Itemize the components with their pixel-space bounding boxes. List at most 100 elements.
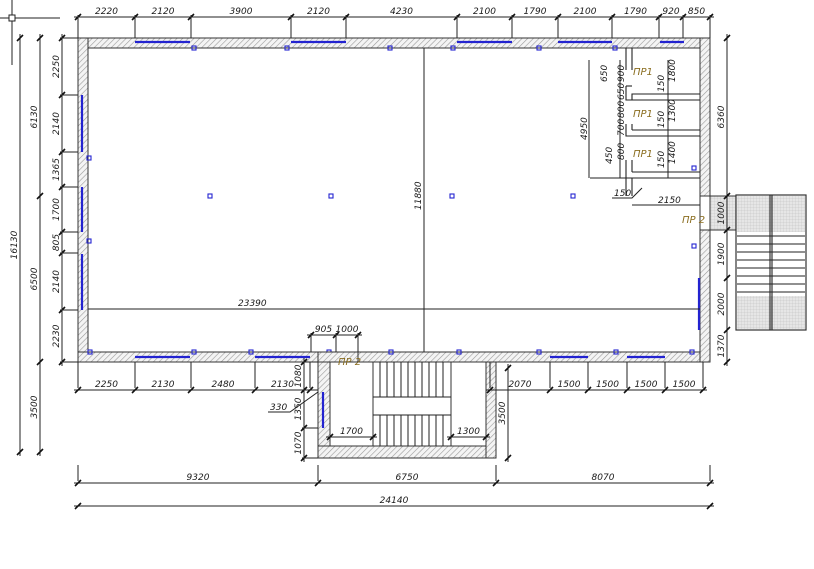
left-dimension-label: 805: [52, 234, 62, 251]
left-dimension-label: 2250: [52, 55, 62, 78]
dimension-tick: [546, 386, 554, 394]
right-dimension-label: 1900: [717, 242, 727, 265]
stair-bottom-right-dimension-label: 1300: [457, 427, 480, 437]
left-dimension-label: 2230: [52, 324, 62, 347]
dimension-tick: [326, 433, 334, 441]
wc-dim: 700: [617, 119, 627, 136]
columns: [86, 45, 697, 355]
dimension-tick: [36, 34, 44, 42]
stair-left-dimension-label: 1350: [294, 397, 304, 420]
wc-dim: 450: [605, 147, 615, 164]
bottom-right-dimension-label: 1500: [673, 380, 696, 390]
bottom-right-dimension-label: 1500: [635, 380, 658, 390]
dimension-tick: [486, 386, 494, 394]
dimension-tick: [314, 479, 322, 487]
dimension-tick: [723, 358, 731, 366]
wc-dim: 900: [617, 65, 627, 82]
left-mid-dimension-label: 6500: [30, 267, 40, 290]
left-mid-dimension-label: 3500: [30, 395, 40, 418]
top-dimension-label: 1790: [524, 7, 547, 17]
dimension-tick: [482, 433, 490, 441]
bottom-right-dimension-label: 1500: [596, 380, 619, 390]
dimension-tick: [447, 433, 455, 441]
bottom-chain-dimension-label: 6750: [396, 473, 419, 483]
room-label-pr2: ПР 2: [338, 357, 361, 368]
wc-dim: 1400: [668, 141, 678, 164]
left-dimension-label: 1365: [52, 158, 62, 181]
interior-width-label: 23390: [238, 299, 267, 309]
bottom-overall-dimension-label: 24140: [380, 496, 409, 506]
wc-dim: 650: [600, 65, 610, 82]
stair-top-dimension-label: 1000: [336, 325, 359, 335]
dimension-tick: [723, 226, 731, 234]
bottom-chain-dimension-label: 8070: [592, 473, 615, 483]
dimension-tick: [723, 274, 731, 282]
bottom-left-dimension-label: 2250: [95, 380, 118, 390]
ucs-crosshair-icon: [0, 0, 60, 65]
dimension-tick: [131, 386, 139, 394]
dimension-tick: [723, 192, 731, 200]
room-label-pr1: ПР1: [633, 67, 653, 78]
dimension-tick: [16, 34, 24, 42]
right-dimension-label: 6360: [717, 105, 727, 128]
left-dimension-label: 2140: [52, 270, 62, 293]
top-dimension-label: 2120: [152, 7, 175, 17]
dimension-tick: [723, 326, 731, 334]
left-overall-dimension-label: 16130: [10, 230, 20, 259]
interior-dimensions: 23390 11880: [88, 48, 700, 352]
dimension-tick: [584, 386, 592, 394]
leader-line: [268, 391, 319, 413]
bottom-right-dimension-label: 2070: [509, 380, 532, 390]
dimension-tick: [699, 386, 707, 394]
wc-dim: 800: [617, 101, 627, 118]
bottom-left-dimension-label: 2130: [152, 380, 175, 390]
wall-right-lower: [699, 229, 711, 363]
top-dimension-label: 3900: [230, 7, 253, 17]
dimension-tick: [36, 192, 44, 200]
stair-wall-offset-label: 330: [270, 403, 287, 413]
right-dimension-label: 1000: [717, 201, 727, 224]
wc-dim: 150: [657, 111, 667, 128]
left-mid-dimension-label: 6130: [30, 105, 40, 128]
left-dimension-label: 2140: [52, 112, 62, 135]
dimension-tick: [74, 386, 82, 394]
wc-block: ПР1 ПР1 ПР1 4950 650 900 650 800 700 800…: [580, 48, 700, 206]
wall-right-upper: [699, 37, 711, 197]
room-label-pr1: ПР1: [633, 109, 653, 120]
top-dimension-label: 920: [662, 7, 679, 17]
wc-dim: 150: [657, 75, 667, 92]
bottom-right-dimension-label: 1500: [558, 380, 581, 390]
dimension-tick: [369, 433, 377, 441]
bottom-left-dimension-label: 2130: [271, 380, 294, 390]
right-dimension-label: 2000: [717, 292, 727, 315]
dimension-tick: [492, 479, 500, 487]
top-dimension-label: 4230: [390, 7, 413, 17]
stair-right-dimension-label: 3500: [498, 401, 508, 424]
wc-dim: 1800: [668, 59, 678, 82]
right-dimension-label: 1370: [717, 334, 727, 357]
room-label-pr1: ПР1: [633, 149, 653, 160]
top-dimension-label: 850: [688, 7, 705, 17]
dimension-tick: [706, 502, 714, 510]
external-stair: ПР 2: [682, 194, 807, 331]
wc-height-label: 4950: [580, 117, 590, 140]
wc-dim: 650: [617, 83, 627, 100]
dimension-tick: [504, 364, 512, 372]
top-dimension-label: 2100: [473, 7, 496, 17]
stair-top-dimension-label: 905: [315, 325, 332, 335]
stair-bottom-left-dimension-label: 1700: [340, 427, 363, 437]
stairwell: ПР 2: [317, 351, 497, 459]
stair-left-dimension-label: 1070: [294, 431, 304, 454]
stair-left-dimension-label: 1080: [294, 364, 304, 387]
dimension-tick: [706, 479, 714, 487]
dimension-tick: [16, 448, 24, 456]
dimension-tick: [36, 358, 44, 366]
main-building: [77, 37, 711, 363]
top-dimension-label: 1790: [624, 7, 647, 17]
dimension-tick: [723, 34, 731, 42]
wc-dim: 1300: [668, 99, 678, 122]
dimension-tick: [623, 386, 631, 394]
wc-dim: 800: [617, 143, 627, 160]
